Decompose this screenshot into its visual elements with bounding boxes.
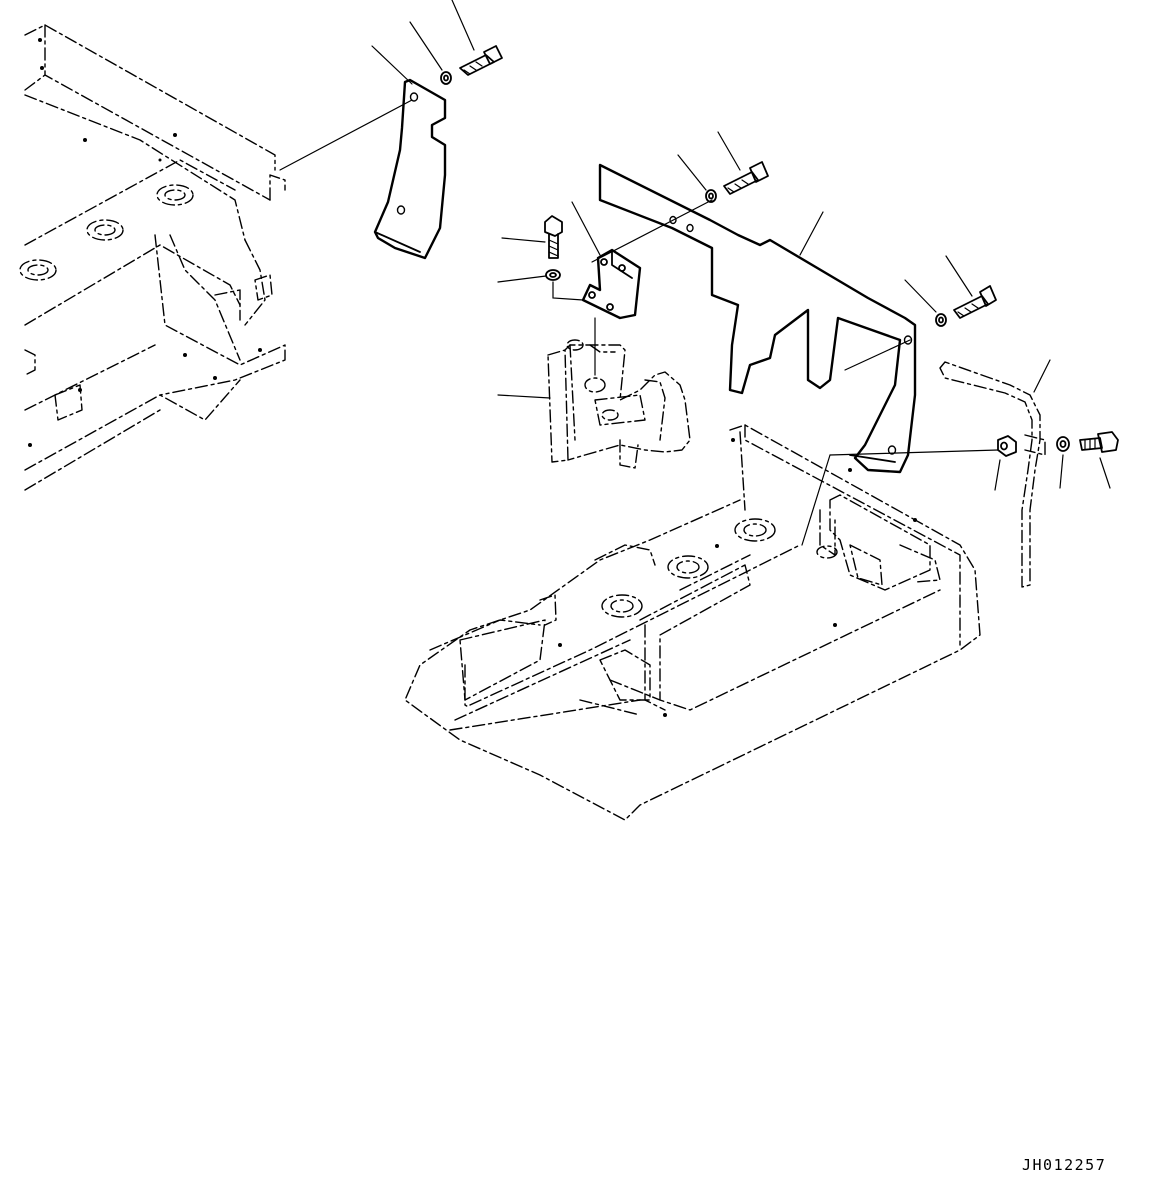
large-bracket-right-fasteners (844, 255, 997, 371)
small-bracket (279, 45, 447, 260)
drawing-code: JH012257 (1022, 1156, 1107, 1174)
large-bracket-top-fasteners (677, 131, 769, 203)
pump-l-bracket (571, 201, 642, 376)
right-frame (404, 424, 999, 821)
tube-assembly (939, 359, 1119, 588)
small-bracket-fasteners (409, 0, 503, 85)
large-bracket (591, 163, 917, 474)
pump-assembly (497, 339, 691, 469)
pump-bracket-fasteners (497, 215, 584, 301)
left-frame (19, 24, 286, 491)
